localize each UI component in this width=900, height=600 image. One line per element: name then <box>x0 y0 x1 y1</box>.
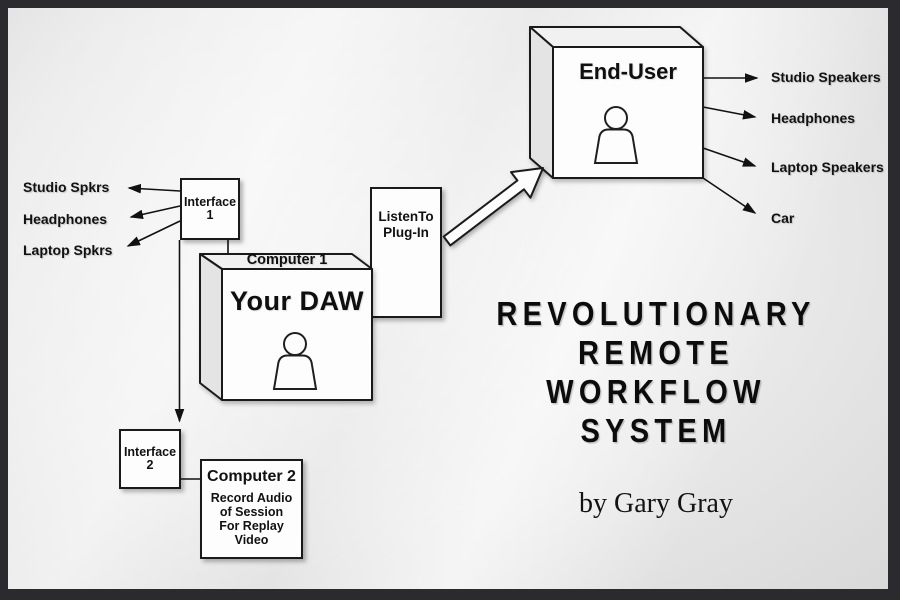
car-label: Car <box>771 210 795 226</box>
laptop-spkrs-label: Laptop Spkrs <box>23 242 113 258</box>
computer2-note-line2: of Session <box>219 505 284 519</box>
page-title: REVOLUTIONARY REMOTE WORKFLOW SYSTEM <box>462 294 849 450</box>
diagram-background <box>8 8 888 589</box>
listento-plugin-label-line2: Plug-In <box>383 225 429 240</box>
interface1-label-line2: 1 <box>206 208 214 222</box>
title-line-1: REVOLUTIONARY <box>496 295 816 332</box>
studio-spkrs-label: Studio Spkrs <box>23 179 110 195</box>
interface2-label-line1: Interface <box>123 445 177 459</box>
arrow-to-headphones-right <box>702 106 757 120</box>
computer2-box: Computer 2 Record Audio of Session For R… <box>200 459 303 559</box>
end-user-left-face <box>529 26 554 179</box>
your-daw-label: Your DAW <box>230 286 364 316</box>
interface1-output-arrows <box>126 183 181 247</box>
flow-arrow-plugin-to-end-user <box>442 167 544 247</box>
arrow-to-laptop-speakers <box>702 147 757 167</box>
listento-plugin-label-line1: ListenTo <box>378 209 434 224</box>
title-line-4: SYSTEM <box>580 412 732 449</box>
computer2-note-line3: For Replay <box>219 519 284 533</box>
interface1-box: Interface 1 <box>180 178 240 240</box>
headphones-right-label: Headphones <box>771 110 856 126</box>
end-user-top-face <box>529 26 704 48</box>
title-line-3: WORKFLOW <box>546 373 766 410</box>
end-user-output-arrows <box>702 73 759 214</box>
arrow-to-headphones-left <box>129 205 181 220</box>
computer2-note-line4: Video <box>234 533 269 547</box>
computer1-label: Computer 1 <box>246 252 328 268</box>
arrow-to-car <box>702 177 757 214</box>
interface1-label-line1: Interface <box>183 195 237 209</box>
laptop-speakers-label: Laptop Speakers <box>771 159 884 175</box>
interface2-label-line2: 2 <box>146 458 154 472</box>
computer2-label: Computer 2 <box>207 468 296 485</box>
title-line-2: REMOTE <box>578 334 734 371</box>
headphones-left-label: Headphones <box>23 211 108 227</box>
listento-plugin-box: ListenTo Plug-In <box>370 187 442 318</box>
computer2-note-line1: Record Audio <box>210 491 293 505</box>
studio-speakers-label: Studio Speakers <box>771 69 881 85</box>
interface2-box: Interface 2 <box>119 429 181 489</box>
arrow-to-studio-spkrs <box>127 183 181 194</box>
arrow-to-laptop-spkrs <box>126 220 181 247</box>
byline: by Gary Gray <box>579 488 733 519</box>
computer1-left-face <box>199 253 223 401</box>
end-user-label: End-User <box>579 59 677 84</box>
